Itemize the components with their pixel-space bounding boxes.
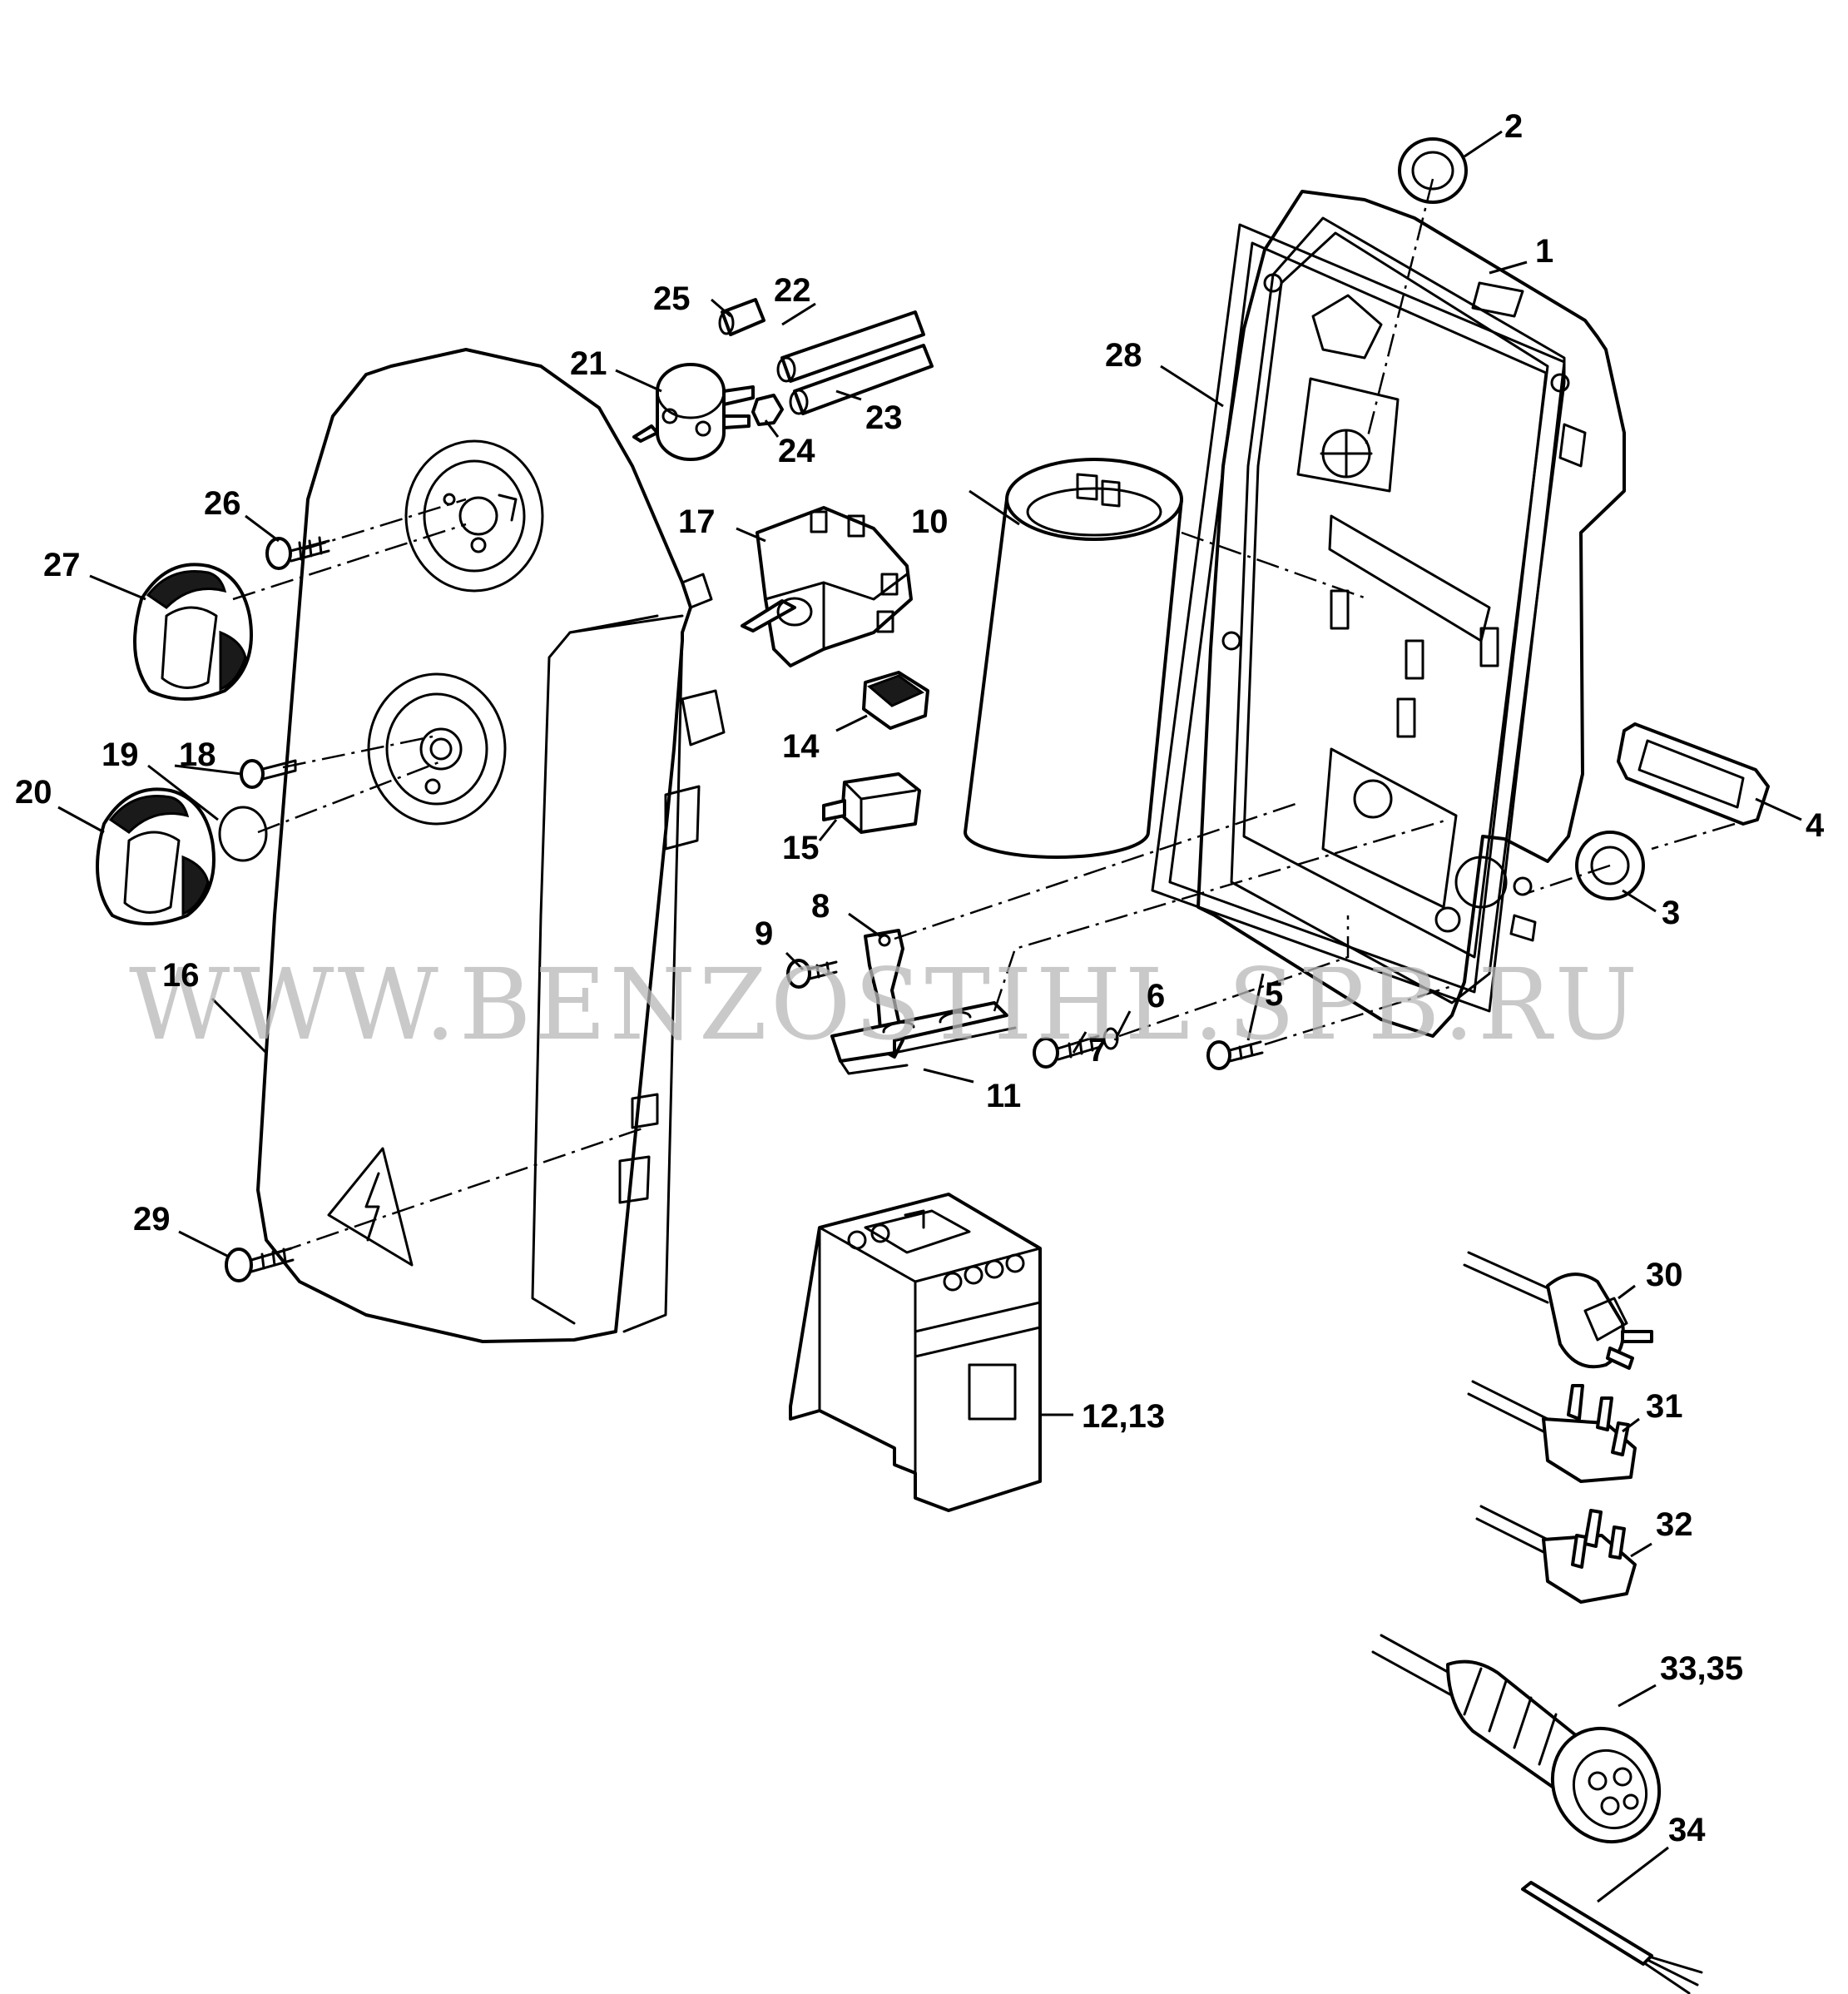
part-4-seal [1617,722,1770,826]
part-21-selector-switch [632,363,755,461]
part-9-screw [786,959,838,989]
part-7-screw [1033,1034,1102,1069]
callout-28: 28 [1105,337,1142,374]
callout-labels: 1 2 3 4 5 6 7 8 9 10 11 12,13 14 15 16 1… [15,108,1825,1848]
part-24-nut [751,394,784,426]
part-10-capacitor [964,458,1183,859]
callout-23: 23 [865,399,903,436]
part-1-housing-back [1196,190,1626,1038]
callout-14: 14 [782,728,820,765]
leader-lines [57,130,1802,1903]
part-29-screw [225,1247,295,1282]
part-26-screw [265,536,330,570]
part-20-knob [96,787,216,925]
part-28-gasket [1151,223,1566,1013]
callout-19: 19 [102,737,139,773]
callout-33-35: 33,35 [1660,1650,1743,1687]
part-2-grommet [1398,137,1468,204]
part-6-washer [1102,1027,1119,1050]
callout-9: 9 [755,915,773,952]
callout-4: 4 [1806,807,1825,844]
callout-17: 17 [678,503,716,540]
part-23-tube [789,344,934,415]
part-19-o-ring [218,806,268,862]
callout-15: 15 [782,830,820,866]
callout-12-13: 12,13 [1082,1398,1165,1435]
callout-5: 5 [1265,976,1283,1013]
callout-6: 6 [1147,978,1165,1014]
part-32-plug [1475,1505,1637,1604]
callout-30: 30 [1646,1257,1683,1293]
callout-21: 21 [570,345,607,382]
callout-3: 3 [1662,895,1680,931]
callout-25: 25 [653,280,691,317]
callout-34: 34 [1668,1812,1706,1848]
part-5-screw [1206,1040,1264,1070]
callout-8: 8 [811,888,830,925]
callout-20: 20 [15,774,52,811]
part-22-tube [776,310,925,383]
part-12-13-contactor [789,1193,1042,1512]
part-27-knob [133,563,253,701]
callout-24: 24 [778,433,815,469]
part-34-cable [1521,1881,1703,1994]
part-15-relay [822,772,921,834]
callout-22: 22 [774,272,811,309]
part-14-connector [862,671,929,730]
watermark-text: WWW.BENZOSTIHL.SPB.RU [129,947,1641,1062]
callout-26: 26 [204,485,241,522]
callout-32: 32 [1656,1506,1693,1543]
callout-2: 2 [1504,108,1523,145]
callout-27: 27 [43,547,81,583]
part-25-spacer [718,298,765,336]
part-16-front-cover [256,348,726,1343]
part-33-35-industrial-plug [1371,1634,1662,1844]
callout-18: 18 [179,737,216,773]
callout-11: 11 [986,1078,1021,1114]
callout-31: 31 [1646,1388,1683,1425]
callout-10: 10 [911,503,949,540]
part-31-plug [1467,1380,1637,1483]
callout-29: 29 [133,1201,171,1238]
part-30-plug [1463,1251,1653,1370]
callout-1: 1 [1535,233,1553,270]
part-11-din-rail [830,1001,1017,1075]
callout-7: 7 [1088,1032,1107,1069]
assembly-lines [232,178,1736,1254]
part-17-rotary-switch [741,506,913,667]
part-18-screw [240,759,297,789]
callout-16: 16 [162,957,200,994]
